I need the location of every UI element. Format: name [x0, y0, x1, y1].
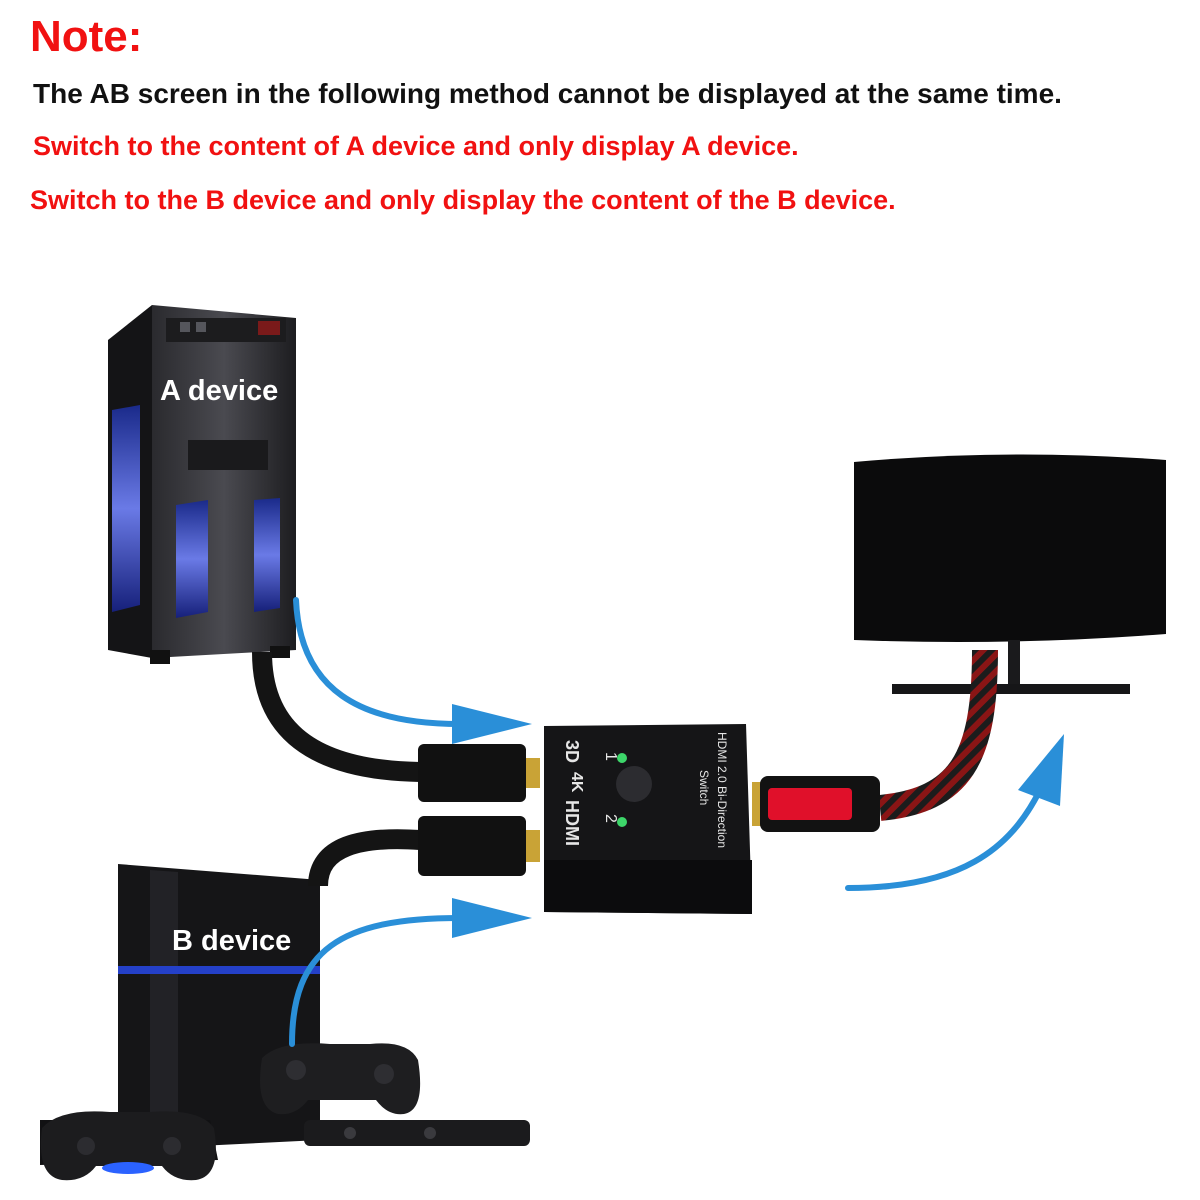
device-a-label: A device	[160, 375, 278, 407]
gamepad-back	[260, 1043, 421, 1115]
brand-hdmi: HDMI	[562, 800, 582, 846]
gamepad-front	[40, 1111, 216, 1181]
monitor	[854, 454, 1166, 694]
hdmi-switch-box: 3D 4K HDMI 1 2 HDMI 2.0 Bi-Direction Swi…	[544, 724, 752, 914]
switch-title-line1: HDMI 2.0 Bi-Direction	[715, 732, 729, 848]
hdmi-plug-a	[418, 744, 540, 802]
note-line-3: Switch to the B device and only display …	[30, 185, 896, 215]
brand-3d: 3D	[562, 740, 582, 763]
note-line-2: Switch to the content of A device and on…	[33, 131, 799, 161]
switch-button	[616, 766, 652, 802]
arrow-b-to-switch	[289, 898, 532, 1047]
device-b-label: B device	[172, 925, 291, 957]
led-2	[617, 817, 627, 827]
led-1	[617, 753, 627, 763]
arrow-a-to-switch	[293, 597, 532, 744]
arrow-switch-to-monitor	[845, 734, 1064, 891]
pc-tower	[108, 305, 296, 664]
port-1-label: 1	[602, 752, 619, 761]
cable-b	[308, 829, 421, 887]
hdmi-plug-b	[418, 816, 540, 876]
hdmi-plug-output	[752, 776, 880, 832]
note-line-1: The AB screen in the following method ca…	[33, 78, 1062, 109]
port-2-label: 2	[602, 814, 619, 823]
note-title: Note:	[30, 12, 143, 61]
cable-output	[878, 649, 998, 821]
switch-title-line2: Switch	[697, 770, 711, 805]
brand-4k: 4K	[568, 772, 585, 793]
camera-bar	[304, 1120, 530, 1146]
cable-a	[252, 651, 421, 782]
